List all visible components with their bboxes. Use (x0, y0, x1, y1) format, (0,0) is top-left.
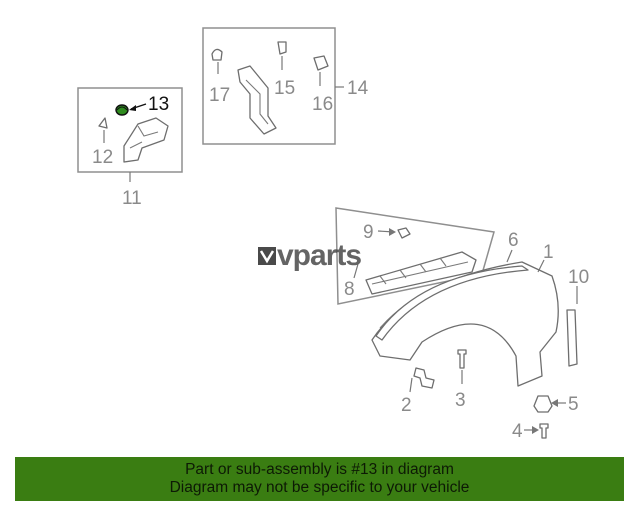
callout-11: 11 (122, 188, 142, 209)
part-5-nut[interactable] (533, 395, 553, 413)
callout-9: 9 (363, 222, 374, 243)
callout-12: 12 (92, 147, 113, 168)
group-14: 14 17 15 16 (202, 27, 369, 145)
part-15-clip[interactable] (277, 41, 287, 55)
callout-15: 15 (274, 78, 295, 99)
callout-8: 8 (344, 279, 355, 300)
callout-13: 13 (148, 94, 169, 115)
part-11-bracket[interactable] (123, 117, 169, 163)
callout-3: 3 (455, 390, 466, 411)
callout-17: 17 (209, 85, 230, 106)
banner-line-1: Part or sub-assembly is #13 in diagram (185, 461, 454, 478)
part-14-bracket[interactable] (237, 65, 277, 135)
part-17-clip[interactable] (211, 48, 223, 61)
part-2-bolt[interactable] (413, 367, 435, 389)
part-6-liner[interactable] (375, 265, 529, 341)
info-banner: Part or sub-assembly is #13 in diagram D… (15, 457, 624, 501)
callout-2: 2 (401, 395, 412, 416)
callout-1: 1 (543, 242, 554, 263)
callout-10: 10 (568, 267, 589, 288)
logo-icon (258, 247, 276, 265)
part-16-clip[interactable] (313, 55, 329, 71)
callout-5: 5 (568, 394, 579, 415)
group-11: 11 13 12 (77, 87, 183, 209)
part-3-screw[interactable] (457, 349, 467, 369)
watermark-logo: vparts (257, 239, 362, 272)
part-10-molding[interactable] (566, 309, 578, 367)
part-4-screw[interactable] (539, 423, 549, 439)
banner-line-2: Diagram may not be specific to your vehi… (169, 479, 470, 496)
callout-14: 14 (347, 78, 369, 99)
callout-16: 16 (312, 94, 333, 115)
part-13-clip[interactable] (115, 104, 129, 116)
watermark-text: vparts (277, 239, 362, 272)
part-12-clip[interactable] (98, 117, 108, 129)
callout-4: 4 (512, 421, 523, 442)
callout-6: 6 (508, 230, 519, 251)
fender-assembly: 6 1 10 2 3 5 4 (371, 230, 589, 442)
part-9-clip[interactable] (397, 227, 411, 239)
